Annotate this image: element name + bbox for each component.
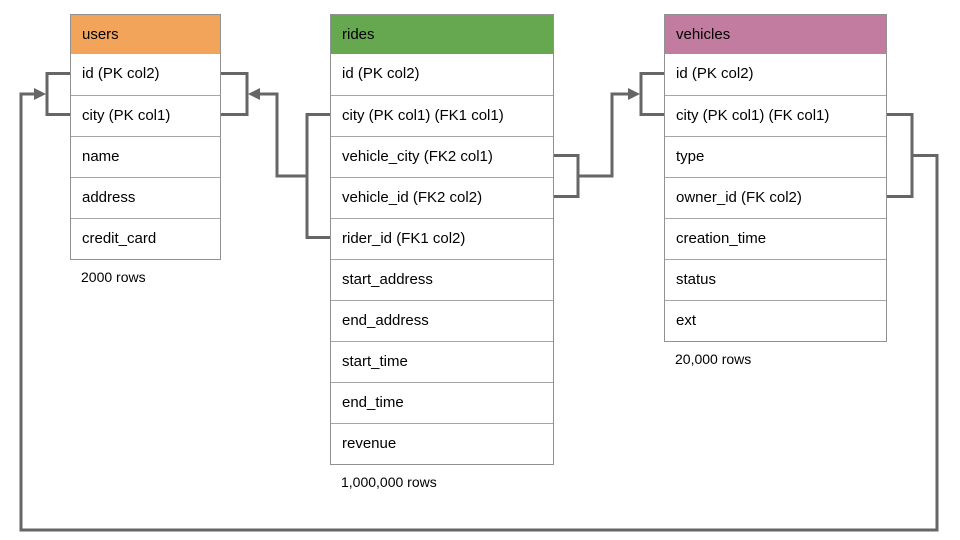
row-vehicles-ext: ext xyxy=(665,300,886,341)
arrowhead-vehicles-to-users xyxy=(34,88,46,100)
row-users-name: name xyxy=(71,136,220,177)
row-rides-end-address: end_address xyxy=(331,300,553,341)
row-vehicles-id: id (PK col2) xyxy=(665,54,886,95)
table-vehicles: vehicles id (PK col2) city (PK col1) (FK… xyxy=(664,14,887,367)
row-rides-revenue: revenue xyxy=(331,423,553,464)
row-users-address: address xyxy=(71,177,220,218)
bracket-users-left xyxy=(45,72,70,116)
bracket-vehicles-right xyxy=(886,113,914,198)
row-rides-rider-id: rider_id (FK1 col2) xyxy=(331,218,553,259)
connector-rides-to-users xyxy=(260,92,307,178)
row-count-label-vehicles: 20,000 rows xyxy=(675,351,752,367)
row-users-credit-card: credit_card xyxy=(71,218,220,259)
row-rides-id: id (PK col2) xyxy=(331,54,553,95)
row-users-city: city (PK col1) xyxy=(71,95,220,136)
row-users-id: id (PK col2) xyxy=(71,54,220,95)
row-rides-city: city (PK col1) (FK1 col1) xyxy=(331,95,553,136)
row-rides-start-address: start_address xyxy=(331,259,553,300)
connector-rides-to-vehicles xyxy=(578,92,629,178)
row-vehicles-city: city (PK col1) (FK col1) xyxy=(665,95,886,136)
row-count-label-users: 2000 rows xyxy=(81,269,146,285)
row-vehicles-status: status xyxy=(665,259,886,300)
table-header-users: users xyxy=(71,15,220,54)
table-header-vehicles: vehicles xyxy=(665,15,886,54)
row-rides-end-time: end_time xyxy=(331,382,553,423)
bracket-rides-left xyxy=(305,113,330,239)
row-rides-vehicle-id: vehicle_id (FK2 col2) xyxy=(331,177,553,218)
table-users: users id (PK col2) city (PK col1) name a… xyxy=(70,14,221,285)
row-vehicles-owner-id: owner_id (FK col2) xyxy=(665,177,886,218)
bracket-vehicles-left xyxy=(639,72,664,116)
arrowhead-rides-to-vehicles xyxy=(628,88,640,100)
bracket-users-right xyxy=(221,72,249,116)
row-vehicles-creation-time: creation_time xyxy=(665,218,886,259)
row-rides-vehicle-city: vehicle_city (FK2 col1) xyxy=(331,136,553,177)
row-vehicles-type: type xyxy=(665,136,886,177)
table-header-rides: rides xyxy=(331,15,553,54)
row-count-label-rides: 1,000,000 rows xyxy=(341,474,437,490)
arrowhead-rides-to-users xyxy=(248,88,260,100)
row-rides-start-time: start_time xyxy=(331,341,553,382)
bracket-rides-right xyxy=(553,154,580,198)
table-rides: rides id (PK col2) city (PK col1) (FK1 c… xyxy=(330,14,554,490)
